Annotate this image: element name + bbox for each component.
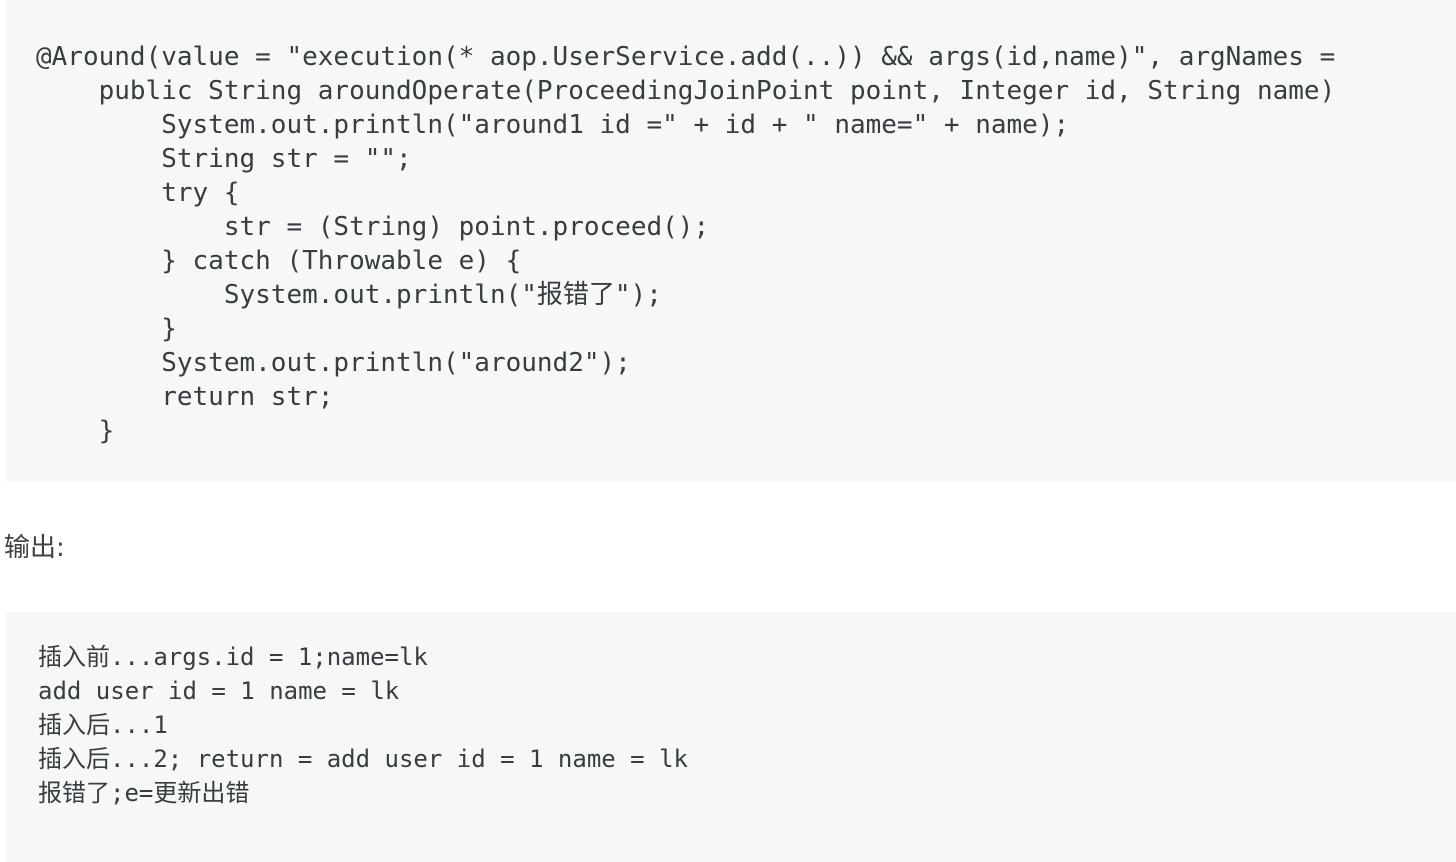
code-line: str = (String) point.proceed(); [36, 212, 710, 242]
code-line: } [36, 416, 115, 446]
code-line: return str; [36, 382, 334, 412]
code-line: String str = ""; [36, 144, 412, 174]
code-line: 插入前...args.id = 1;name=lk [38, 643, 428, 671]
code-output-content: 插入前...args.id = 1;name=lk add user id = 1… [6, 640, 1456, 810]
code-line: } [36, 314, 177, 344]
code-line: try { [36, 178, 240, 208]
code-line: 插入后...2; return = add user id = 1 name =… [38, 745, 688, 773]
code-line: System.out.println("around1 id =" + id +… [36, 110, 1070, 140]
code-line: System.out.println("around2"); [36, 348, 631, 378]
code-line: } catch (Throwable e) { [36, 246, 522, 276]
code-line: @Around(value = "execution(* aop.UserSer… [36, 42, 1336, 72]
code-block-output: 插入前...args.id = 1;name=lk add user id = 1… [6, 612, 1456, 862]
code-line: 插入后...1 [38, 711, 168, 739]
code-line: 报错了;e=更新出错 [38, 779, 250, 807]
code-line: public String aroundOperate(ProceedingJo… [36, 76, 1336, 106]
code-line: System.out.println("报错了"); [36, 280, 662, 310]
output-label: 输出: [4, 533, 65, 563]
code-block-main: @Around(value = "execution(* aop.UserSer… [6, 0, 1456, 482]
code-main-content: @Around(value = "execution(* aop.UserSer… [6, 40, 1456, 448]
code-line: add user id = 1 name = lk [38, 677, 400, 705]
